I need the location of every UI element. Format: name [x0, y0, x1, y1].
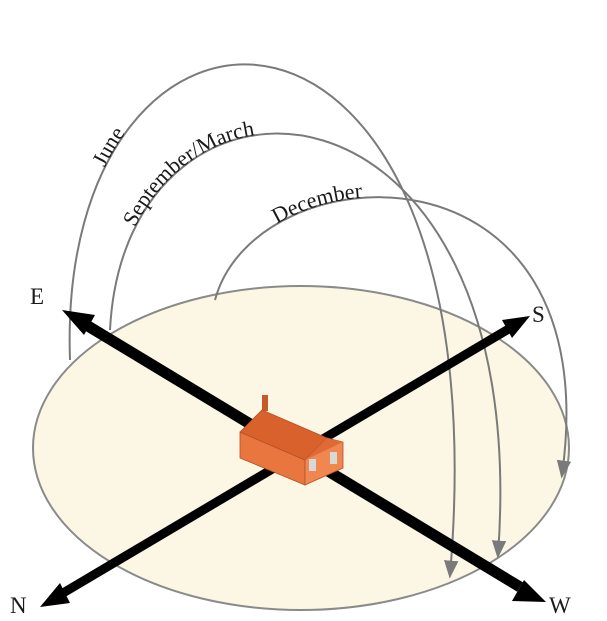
june-label: June	[87, 122, 130, 170]
west-label: W	[549, 593, 571, 616]
arrow-east-icon	[62, 310, 95, 335]
arrow-north-icon	[40, 583, 70, 607]
house-window	[330, 452, 337, 464]
arrow-west-icon	[512, 580, 546, 602]
june-sun-path	[68, 63, 459, 579]
north-label: N	[10, 593, 27, 616]
east-label: E	[30, 284, 44, 309]
equinox-sun-path	[109, 132, 507, 559]
house-window	[309, 459, 316, 471]
december-sun-path	[214, 196, 572, 479]
arrow-south-icon	[502, 316, 530, 338]
south-label: S	[532, 302, 545, 327]
equinox-label: September/March	[117, 115, 256, 229]
december-label: December	[267, 178, 363, 228]
house-icon	[239, 395, 344, 486]
